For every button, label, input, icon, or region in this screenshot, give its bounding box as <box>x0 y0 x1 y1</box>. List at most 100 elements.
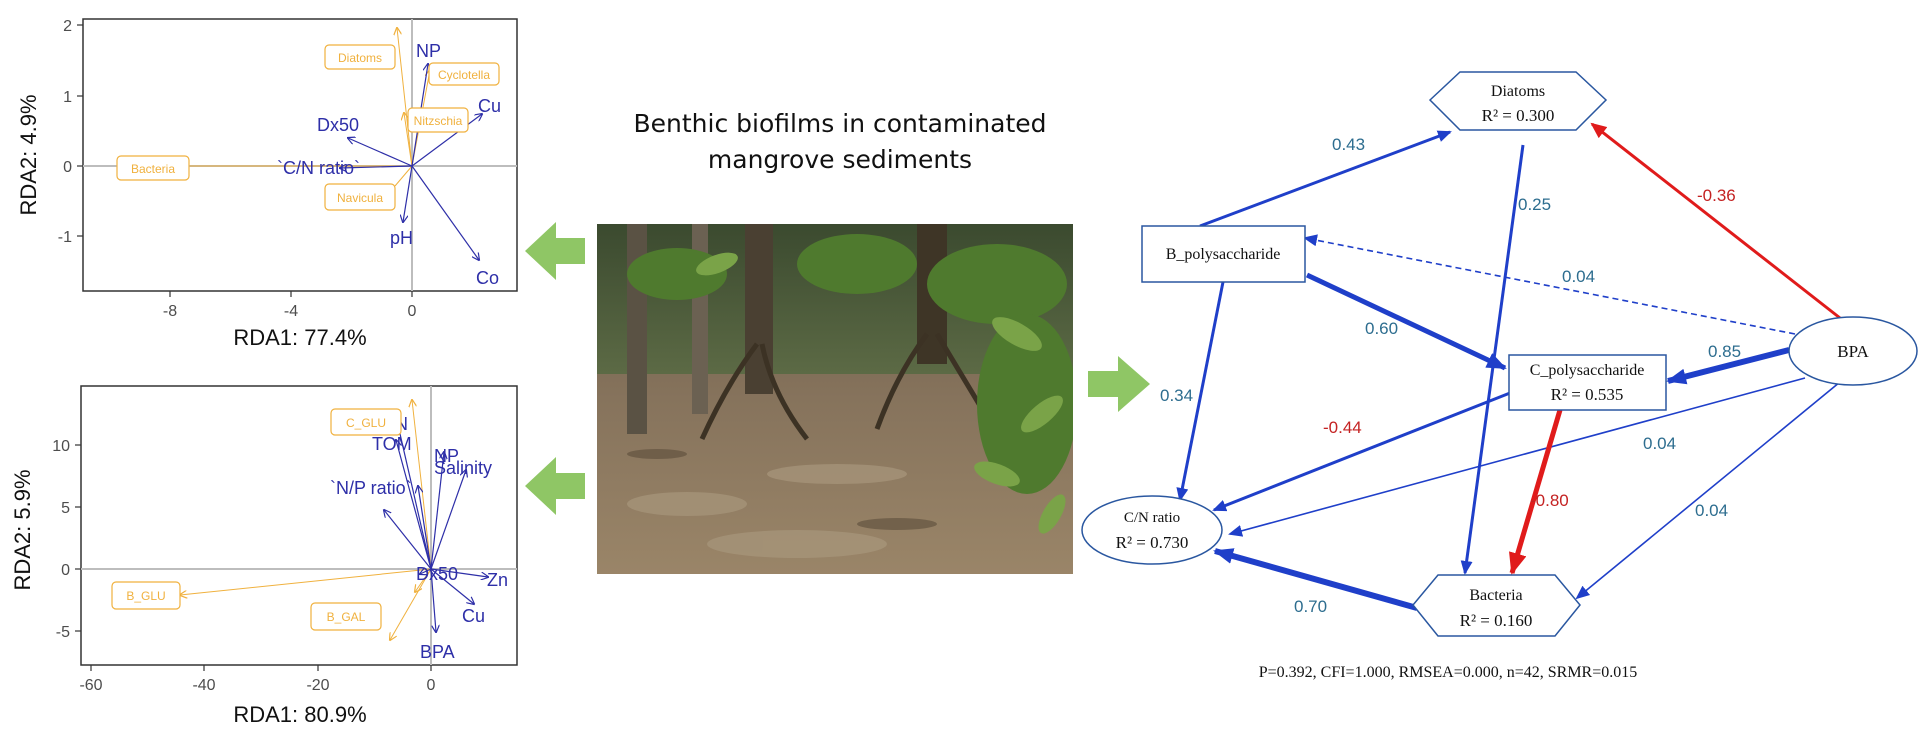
svg-text:B_polysaccharide: B_polysaccharide <box>1166 246 1281 263</box>
response-label-box: B_GAL <box>310 602 382 631</box>
response-label-box: B_GLU <box>111 581 181 610</box>
coef-label: 0.25 <box>1518 195 1551 214</box>
y-tick: 1 <box>63 89 72 106</box>
y-tick: 0 <box>61 562 70 579</box>
x-tick: 0 <box>408 303 417 320</box>
svg-text:C_polysaccharide: C_polysaccharide <box>1530 362 1645 379</box>
coef-label: 0.34 <box>1160 386 1193 405</box>
svg-text:Cyclotella: Cyclotella <box>438 68 490 82</box>
env-label: pH <box>390 228 413 248</box>
svg-text:R² = 0.535: R² = 0.535 <box>1551 385 1624 404</box>
y-tick: -1 <box>58 229 72 246</box>
coef-label: 0.60 <box>1365 319 1398 338</box>
svg-text:BPA: BPA <box>1837 342 1869 361</box>
response-arrow <box>394 165 413 187</box>
path-bacteria-cn <box>1213 548 1418 611</box>
x-axis-label: RDA1: 80.9% <box>233 702 366 727</box>
path-bpoly-cn <box>1176 281 1225 502</box>
env-label: Dx50 <box>416 564 458 584</box>
env-label: `C/N ratio` <box>277 158 360 178</box>
coef-label: 0.85 <box>1708 342 1741 361</box>
figure-header: Benthic biofilms in contaminated mangrov… <box>560 106 1120 178</box>
env-label: Cu <box>478 96 501 116</box>
env-label: BPA <box>420 642 455 662</box>
path-cpoly-bacteria <box>1509 409 1563 575</box>
env-vector <box>430 452 444 570</box>
x-tick: -8 <box>163 303 177 320</box>
coef-label: 0.04 <box>1643 434 1676 453</box>
response-label-box: Cyclotella <box>428 62 500 86</box>
svg-text:Navicula: Navicula <box>337 191 383 205</box>
path-bpa-bpoly <box>1303 234 1796 335</box>
path-bpoly-diatoms <box>1199 130 1452 228</box>
response-arrow <box>390 568 432 640</box>
mangrove-photo <box>597 224 1073 574</box>
env-vector <box>430 568 488 577</box>
env-vector <box>403 165 413 222</box>
env-vector <box>420 569 432 574</box>
rda-plot-top: 2 1 0 -1 -8 -4 0 RDA1: 77.4% RDA2: 4.9% … <box>16 18 518 350</box>
env-vector <box>348 138 413 167</box>
svg-text:R² = 0.300: R² = 0.300 <box>1482 106 1555 125</box>
svg-text:B_GAL: B_GAL <box>327 610 366 624</box>
response-arrow <box>397 28 413 167</box>
path-bpa-diatoms <box>1590 122 1841 320</box>
path-bpa-cn <box>1228 377 1806 537</box>
env-vector <box>411 114 482 167</box>
node-bacteria: Bacteria R² = 0.160 <box>1412 574 1581 637</box>
response-arrow <box>404 113 413 167</box>
env-label: Salinity <box>434 458 492 478</box>
svg-text:R² = 0.160: R² = 0.160 <box>1460 611 1533 630</box>
coef-label: 0.70 <box>1294 597 1327 616</box>
coef-label: -0.80 <box>1530 491 1569 510</box>
env-label: NP <box>434 446 459 466</box>
path-bpoly-cpoly <box>1305 272 1507 371</box>
env-vector <box>411 165 479 260</box>
y-tick: 0 <box>63 159 72 176</box>
node-diatoms: Diatoms R² = 0.300 <box>1428 71 1608 131</box>
env-label: NP <box>416 41 441 61</box>
env-vector <box>340 166 413 168</box>
response-label-box: Bacteria <box>116 155 190 181</box>
svg-text:C_GLU: C_GLU <box>346 416 386 430</box>
x-tick: -40 <box>192 677 215 694</box>
y-tick: 10 <box>52 438 70 455</box>
response-arrow <box>415 568 432 592</box>
env-label: Cu <box>462 606 485 626</box>
coef-label: 0.04 <box>1562 267 1595 286</box>
response-label-box: C_GLU <box>330 408 402 436</box>
plot-panel <box>80 385 518 666</box>
response-label-box: Diatoms <box>324 44 396 70</box>
header-line-1: Benthic biofilms in contaminated <box>633 109 1047 138</box>
y-tick: -5 <box>56 624 70 641</box>
coef-label: -0.44 <box>1323 418 1362 437</box>
coef-label: 0.04 <box>1695 501 1728 520</box>
y-tick: 2 <box>63 18 72 35</box>
svg-text:C/N ratio: C/N ratio <box>1124 510 1180 526</box>
env-label: Co <box>476 268 499 288</box>
svg-text:Bacteria: Bacteria <box>1469 587 1522 604</box>
coef-label: -0.36 <box>1697 186 1736 205</box>
y-tick: 5 <box>61 500 70 517</box>
y-axis-label: RDA2: 4.9% <box>16 94 41 215</box>
x-tick: -4 <box>284 303 298 320</box>
env-vector <box>430 470 466 570</box>
x-tick: -60 <box>79 677 102 694</box>
env-vector <box>396 440 432 570</box>
x-tick: -20 <box>306 677 329 694</box>
y-axis-label: RDA2: 5.9% <box>10 469 35 590</box>
env-vector <box>418 486 432 570</box>
env-label: TOM <box>372 434 412 454</box>
rda-plot-bottom: 10 5 0 -5 -60 -40 -20 0 RDA1: 80.9% RDA2… <box>10 385 518 727</box>
svg-text:B_GLU: B_GLU <box>126 589 165 603</box>
coef-label: 0.43 <box>1332 135 1365 154</box>
node-bpa: BPA <box>1788 316 1918 386</box>
svg-text:Nitzschia: Nitzschia <box>414 114 463 128</box>
header-line-2: mangrove sediments <box>707 145 973 174</box>
svg-text:Bacteria: Bacteria <box>131 162 175 176</box>
node-cn-ratio: C/N ratio R² = 0.730 <box>1081 495 1223 565</box>
env-vector <box>430 568 436 632</box>
node-b-polysaccharide: B_polysaccharide <box>1141 225 1306 283</box>
